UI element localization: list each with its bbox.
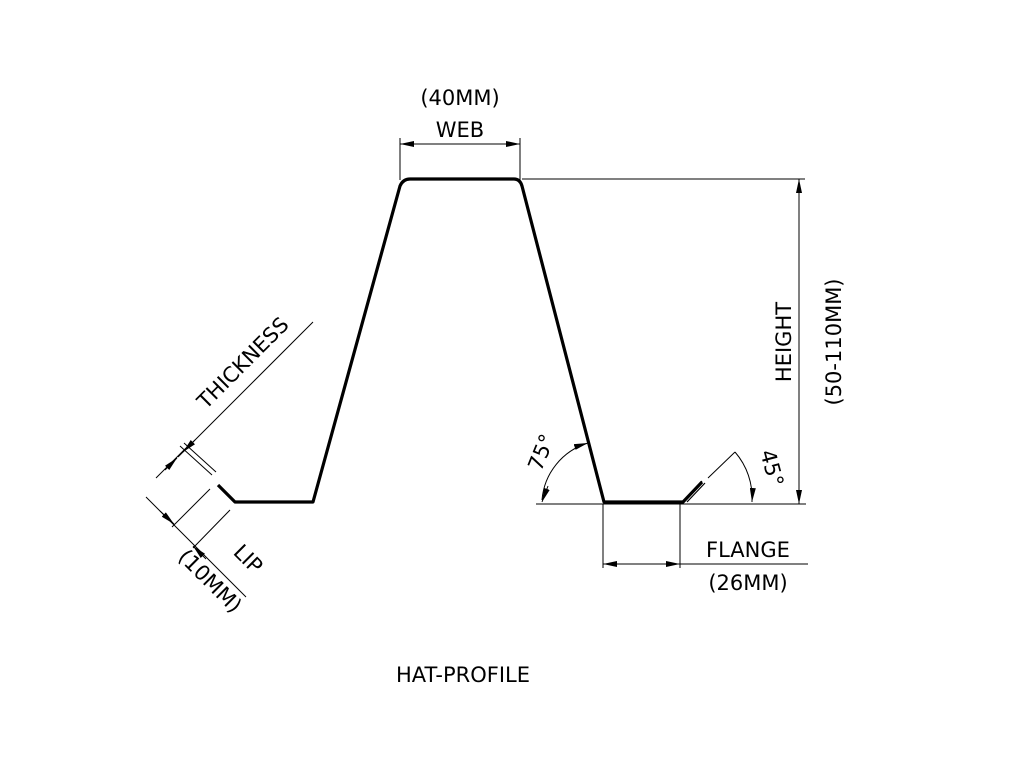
- thickness-name-label: THICKNESS: [192, 313, 294, 415]
- lip-angle-dimension: [707, 451, 756, 503]
- right-lip-thickness: [682, 480, 706, 503]
- profile-outline: [216, 177, 704, 504]
- flange-value-label: (26MM): [708, 571, 787, 595]
- lip-name-label: LIP: [229, 540, 268, 579]
- web-dimension: [399, 138, 521, 180]
- flange-dimension: [602, 504, 808, 568]
- web-value-label: (40MM): [420, 86, 499, 110]
- lip-dimension: [145, 488, 247, 598]
- height-dimension: [522, 178, 806, 505]
- flange-name-label: FLANGE: [706, 538, 790, 562]
- thickness-dimension: [155, 321, 314, 479]
- height-name-label: HEIGHT: [772, 302, 796, 382]
- drawing-title: HAT-PROFILE: [396, 663, 530, 687]
- web-name-label: WEB: [436, 118, 484, 142]
- height-value-label: (50-110MM): [822, 278, 846, 405]
- lip-angle-label: 45°: [755, 447, 788, 489]
- web-angle-dimension: [541, 442, 589, 503]
